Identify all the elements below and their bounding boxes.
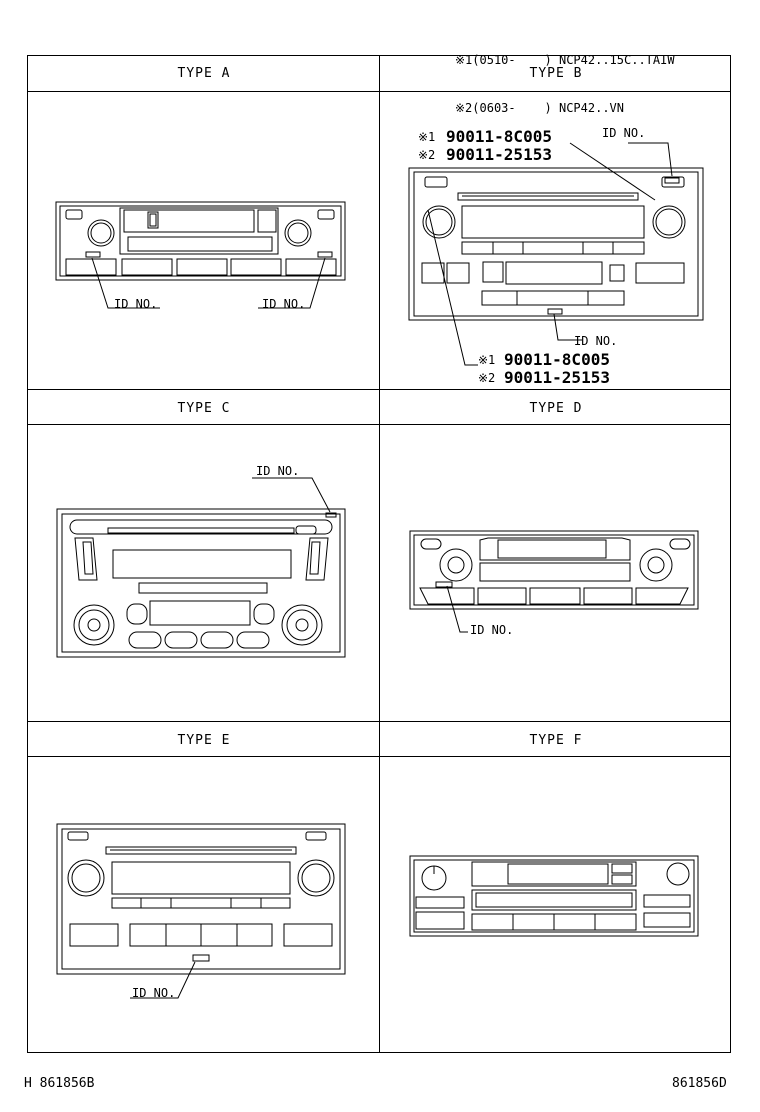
row-divider (28, 389, 730, 390)
note-2: ※2(0603- ) NCP42..VN (455, 101, 624, 115)
type-b-id-no-top: ID NO. (602, 126, 646, 140)
type-b-bottom-part-no-2: 90011-25153 (504, 368, 610, 387)
type-c-radio-drawing (56, 477, 346, 658)
type-c-header: TYPE C (177, 401, 231, 416)
row-divider (28, 424, 730, 425)
column-divider (379, 56, 380, 1052)
type-c-id-no: ID NO. (256, 464, 300, 478)
footer-left-code: H 861856B (24, 1076, 95, 1091)
footer-right-code: 861856D (672, 1076, 727, 1091)
type-b-radio-drawing (408, 142, 704, 366)
type-b-top-part-no-2: 90011-25153 (446, 145, 552, 164)
type-a-header: TYPE A (177, 66, 231, 81)
row-divider (28, 91, 730, 92)
note-1: ※1(0510- ) NCP42..15C..TAIW (455, 53, 675, 67)
type-e-header: TYPE E (177, 733, 231, 748)
type-b-id-no-bottom: ID NO. (574, 334, 618, 348)
type-b-bottom-part-no-1: 90011-8C005 (504, 350, 610, 369)
type-f-radio-drawing (409, 855, 699, 937)
row-divider (28, 756, 730, 757)
type-a-id-no-right: ID NO. (262, 297, 306, 311)
row-divider (28, 721, 730, 722)
type-b-header: TYPE B (529, 66, 583, 81)
type-d-id-no: ID NO. (470, 623, 514, 637)
type-b-top-note-marker-1: ※1 (418, 130, 436, 144)
type-a-radio-drawing (55, 201, 346, 309)
type-b-bottom-note-marker-2: ※2 (478, 371, 496, 385)
type-table: TYPE A TYPE B TYPE C TYPE D TYPE E TYPE … (27, 55, 731, 1053)
type-b-top-note-marker-2: ※2 (418, 148, 436, 162)
type-d-radio-drawing (409, 530, 699, 633)
type-a-id-no-left: ID NO. (114, 297, 158, 311)
applicability-notes: ※1(0510- ) NCP42..15C..TAIW ※2(0603- ) N… (455, 20, 675, 132)
type-b-top-part-no-1: 90011-8C005 (446, 127, 552, 146)
type-b-bottom-note-marker-1: ※1 (478, 353, 496, 367)
type-f-header: TYPE F (529, 733, 583, 748)
type-e-radio-drawing (56, 823, 346, 999)
type-d-header: TYPE D (529, 401, 583, 416)
type-e-id-no: ID NO. (132, 986, 176, 1000)
